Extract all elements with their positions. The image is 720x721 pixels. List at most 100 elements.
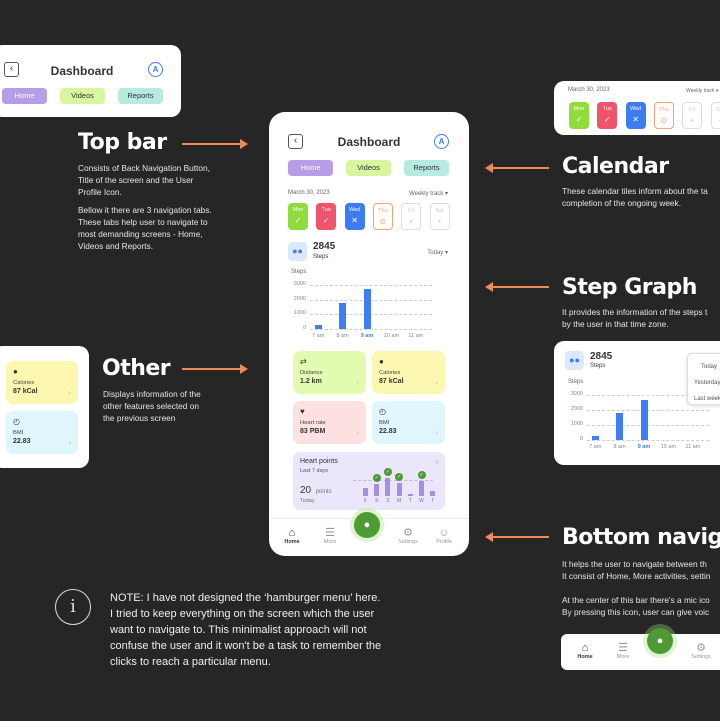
day-tile-tue[interactable]: Tue✓ — [597, 102, 618, 129]
x-tick-label[interactable]: 9 am — [360, 333, 374, 339]
steps-label: Steps — [590, 363, 606, 369]
x-tick-label[interactable]: 7 am — [589, 444, 602, 450]
metric-label: BMI — [13, 430, 24, 436]
period-dropdown[interactable]: Today ▾ — [427, 250, 448, 256]
day-tile-sat[interactable]: Sat• — [710, 102, 720, 129]
y-tick-label: 0 — [579, 436, 583, 442]
bar-8am[interactable] — [616, 413, 624, 440]
x-tick-label[interactable]: 10 am — [383, 333, 400, 339]
day-tile-tue[interactable]: Tue✓ — [316, 203, 337, 230]
nav-label: Home — [284, 539, 300, 545]
weekly-track-dropdown[interactable]: Weekly track ▾ — [409, 191, 448, 197]
day-label: Tue — [602, 106, 612, 112]
gridline — [587, 395, 709, 396]
metric-label: Calories — [379, 370, 401, 376]
topbar-preview-card: ‹ Dashboard A Home Videos Reports — [0, 45, 181, 117]
profile-avatar[interactable]: A — [148, 62, 163, 77]
gridline — [310, 285, 432, 286]
nav-more[interactable]: ☰More — [315, 527, 345, 545]
back-button[interactable]: ‹ — [288, 134, 303, 149]
current-date: March 30, 2023 — [288, 190, 330, 196]
tab-home[interactable]: Home — [2, 88, 47, 104]
x-tick-label[interactable]: 8 am — [336, 333, 349, 339]
mic-button[interactable]: ● — [647, 628, 673, 654]
nav-label: Settings — [691, 654, 711, 660]
day-tile-sat[interactable]: Sat• — [429, 203, 450, 230]
x-tick-label[interactable]: 11 am — [685, 444, 701, 450]
weekly-track-dropdown[interactable]: Weekly track ▾ — [686, 88, 719, 94]
nav-home[interactable]: ⌂Home — [570, 642, 600, 660]
calendar-tiles: Mon✓ Tue✓ Wed✕ Thu⊙ Fri• Sat• — [288, 203, 458, 231]
dropdown-option-yesterday[interactable]: Yesterday — [694, 380, 720, 386]
back-button[interactable]: ‹ — [4, 62, 19, 77]
y-tick-label: 2000 — [570, 406, 583, 412]
calendar-desc: These calendar tiles inform about the ta… — [562, 185, 708, 209]
gridline — [587, 440, 709, 441]
tab-reports[interactable]: Reports — [118, 88, 163, 104]
text-line: completion of the ongoing week. — [562, 198, 682, 208]
day-tile-mon[interactable]: Mon✓ — [288, 203, 308, 230]
day-tile-thu[interactable]: Thu⊙ — [653, 102, 674, 129]
bmi-card[interactable]: ◴ BMI 22.83 › — [6, 411, 78, 454]
metric-label: Distance — [300, 370, 323, 376]
x-tick-label[interactable]: 7 am — [312, 333, 325, 339]
profile-avatar[interactable]: A — [434, 134, 449, 149]
text-line: by the user in that time zone. — [562, 319, 669, 329]
heart-points-card[interactable]: Heart points Last 7 days 20 points Today… — [293, 452, 445, 510]
day-tile-wed[interactable]: Wed✕ — [625, 102, 646, 129]
x-tick-label[interactable]: 9 am — [637, 444, 651, 450]
day-tile-fri[interactable]: Fri• — [401, 203, 422, 230]
bar-9am[interactable] — [640, 399, 648, 440]
bar-7am[interactable] — [591, 436, 599, 440]
heart-bar — [430, 490, 436, 496]
text-line: NOTE: I have not designed the ‘hamburger… — [110, 592, 381, 604]
heart-bar — [407, 494, 413, 496]
other-preview-card: ● Calories 87 kCal › ◴ BMI 22.83 › — [0, 346, 89, 468]
dropdown-option-today[interactable]: Today — [701, 364, 718, 370]
stepgraph-heading: Step Graph — [562, 275, 697, 300]
check-icon: ✓ — [575, 115, 583, 124]
tab-videos[interactable]: Videos — [60, 88, 105, 104]
text-line: Profile Icon. — [78, 187, 122, 197]
tab-videos[interactable]: Videos — [346, 160, 391, 176]
mic-button[interactable]: ● — [354, 512, 380, 538]
gridline — [587, 410, 709, 411]
bar-9am[interactable] — [363, 289, 371, 329]
text-line: It helps the user to navigate between th — [562, 559, 707, 569]
bar-8am[interactable] — [339, 302, 347, 329]
calendar-tiles: Mon✓Tue✓Wed✕Thu⊙Fri•Sat• — [569, 102, 720, 130]
nav-more[interactable]: ☰More — [608, 642, 638, 660]
day-tile-fri[interactable]: Fri• — [682, 102, 703, 129]
topbar-heading: Top bar — [78, 130, 167, 155]
mic-icon: ● — [363, 519, 371, 531]
period-dropdown-menu[interactable]: Today Yesterday Last week — [687, 353, 720, 405]
nav-home[interactable]: ⌂Home — [277, 527, 307, 545]
day-tile-wed[interactable]: Wed✕ — [344, 203, 365, 230]
x-tick-label[interactable]: 11 am — [408, 333, 424, 339]
tab-home[interactable]: Home — [288, 160, 333, 176]
calories-card[interactable]: ● Calories 87 kCal › — [6, 361, 78, 404]
nav-profile[interactable]: ☺Profile — [429, 527, 459, 545]
chevron-right-icon: › — [435, 378, 438, 387]
chart-ylabel: Steps — [568, 379, 584, 385]
nav-settings[interactable]: ⚙Settings — [393, 527, 423, 545]
day-tile-thu[interactable]: Thu⊙ — [372, 203, 393, 230]
bottomnav-desc: It helps the user to navigate between th… — [562, 558, 710, 618]
day-label: M — [397, 498, 402, 504]
nav-settings[interactable]: ⚙Settings — [686, 642, 716, 660]
check-badge-icon: ✓ — [383, 468, 392, 476]
day-tile-mon[interactable]: Mon✓ — [569, 102, 589, 129]
x-tick-label[interactable]: 8 am — [613, 444, 626, 450]
x-tick-label[interactable]: 10 am — [660, 444, 677, 450]
tab-reports[interactable]: Reports — [404, 160, 449, 176]
dropdown-option-last-week[interactable]: Last week — [694, 396, 720, 402]
flame-icon: ● — [13, 367, 18, 376]
check-badge-icon: ✓ — [372, 474, 381, 483]
text-line: These calendar tiles inform about the ta — [562, 186, 708, 196]
bar-7am[interactable] — [314, 325, 322, 329]
chevron-right-icon: › — [435, 428, 438, 437]
